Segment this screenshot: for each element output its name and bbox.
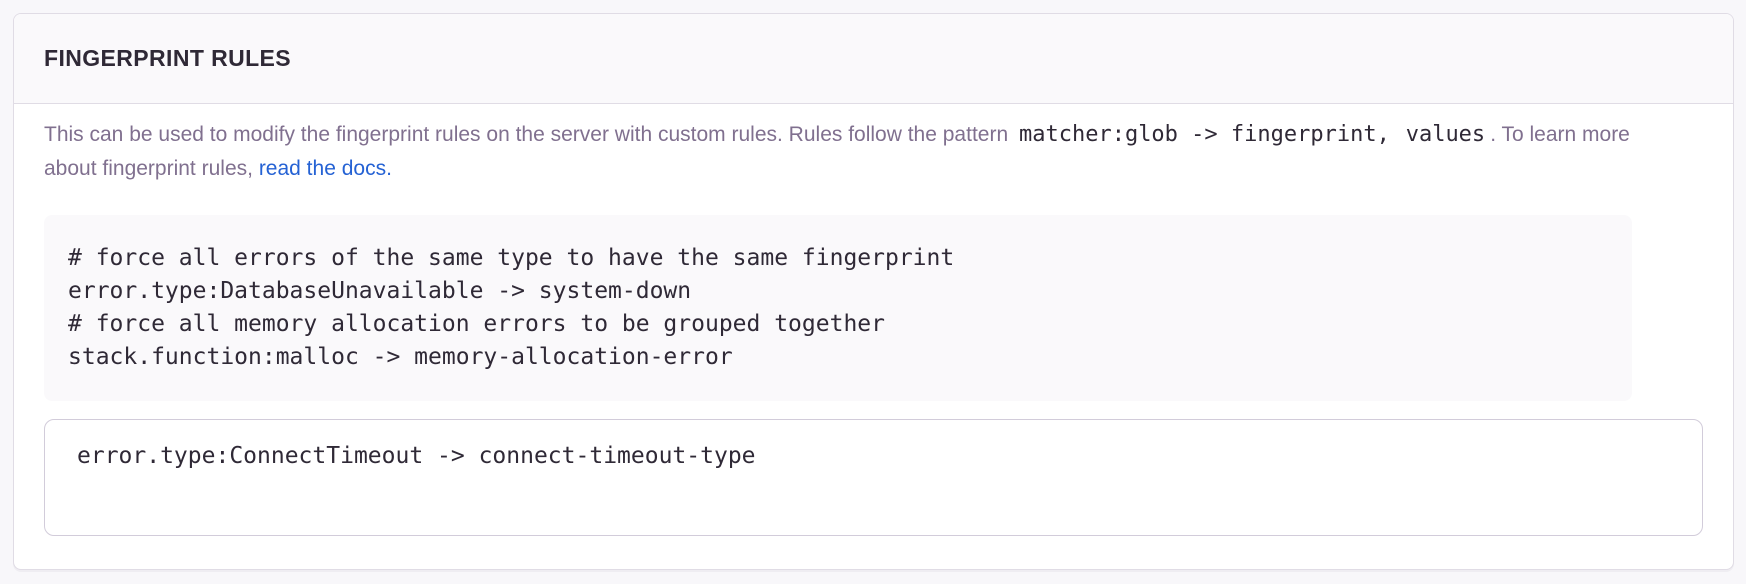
fingerprint-rules-panel: FINGERPRINT RULES This can be used to mo… <box>13 13 1734 570</box>
read-the-docs-link[interactable]: read the docs. <box>258 157 392 180</box>
panel-title: FINGERPRINT RULES <box>44 45 292 71</box>
description-intro: This can be used to modify the fingerpri… <box>44 123 1009 146</box>
example-rules-block: # force all errors of the same type to h… <box>44 215 1632 401</box>
pattern-code-values: values <box>1405 122 1486 147</box>
pattern-code-matcher: matcher:glob -> fingerprint, <box>1018 122 1390 147</box>
description: This can be used to modify the fingerpri… <box>44 118 1664 186</box>
panel-body: This can be used to modify the fingerpri… <box>14 104 1733 536</box>
fingerprint-rules-input[interactable]: error.type:ConnectTimeout -> connect-tim… <box>44 419 1703 536</box>
description-middle: . To learn more about fingerprint rules, <box>44 123 1630 180</box>
panel-header: FINGERPRINT RULES <box>14 14 1733 104</box>
